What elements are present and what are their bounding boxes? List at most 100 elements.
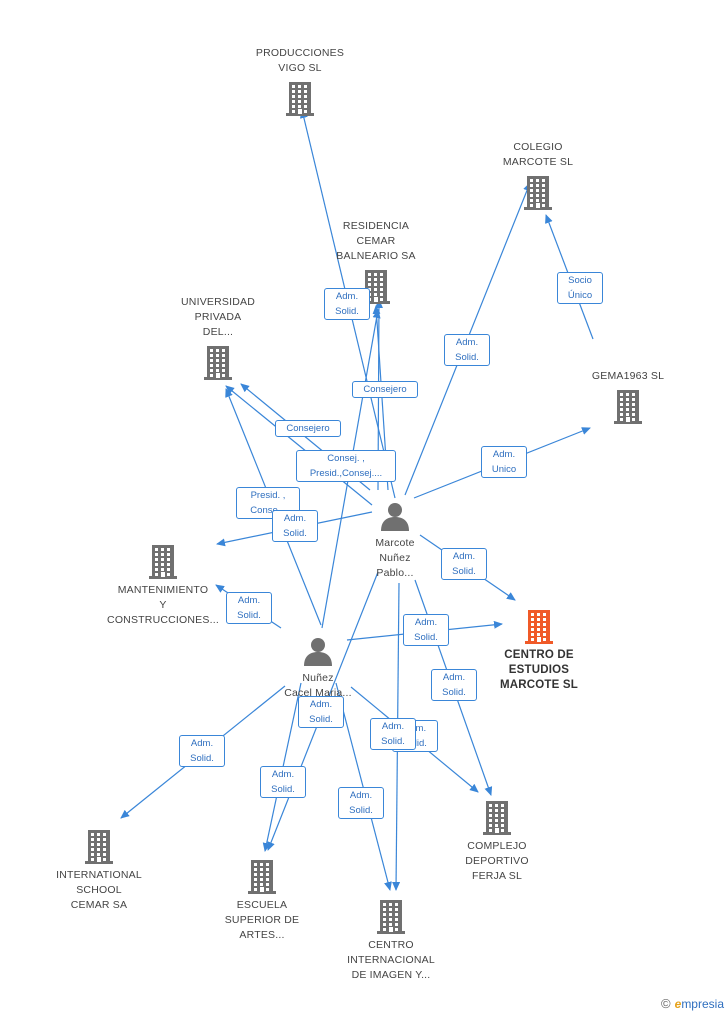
node-label-line: PRODUCCIONES (255, 47, 345, 59)
company-node-produc[interactable]: PRODUCCIONES VIGO SL (230, 46, 370, 116)
node-label-line: SUPERIOR DE (224, 914, 300, 926)
node-label-line: GEMA1963 SL (591, 370, 665, 382)
building-icon (480, 799, 514, 835)
relationship-label-line: Adm. (442, 672, 466, 683)
relationship-label[interactable]: Adm.Solid. (324, 288, 370, 320)
relationship-label-line: Adm. (283, 513, 307, 524)
relationship-label-line: Consej. , (327, 453, 365, 464)
relationship-label-line: Consejero (363, 384, 407, 395)
relationship-label-line: Socio (568, 275, 592, 286)
relationship-label[interactable]: Adm. Unico (481, 446, 527, 478)
relationship-label-line: Solid. (455, 352, 479, 363)
relationship-label-line: Adm. (492, 449, 516, 460)
copyright-icon: © (661, 996, 671, 1011)
relationship-label[interactable]: Consejero (352, 381, 418, 398)
node-label-line: CENTRO DE (504, 649, 574, 661)
node-label-line: VIGO SL (278, 62, 322, 74)
node-label-line: INTERNACIONAL (347, 954, 435, 966)
building-icon (611, 388, 645, 424)
node-label-line: DEL... (202, 326, 234, 338)
relationship-label-line: Solid. (349, 805, 373, 816)
node-label-line: CEMAR (356, 235, 396, 247)
relationship-label-line: Solid. (442, 687, 466, 698)
relationship-label[interactable]: Adm. Solid. (441, 548, 487, 580)
node-label-line: Marcote (375, 537, 415, 549)
building-icon (245, 858, 279, 894)
brand-logo-initial: e (674, 996, 682, 1011)
relationship-label[interactable]: Adm.Solid. (298, 696, 344, 728)
relationship-label[interactable]: Adm.Solid. (338, 787, 384, 819)
node-label[interactable]: GEMA1963 SL (592, 369, 664, 384)
node-label-line: MARCOTE SL (502, 156, 574, 168)
building-icon (201, 344, 235, 380)
relationship-label[interactable]: Adm.Solid. (179, 735, 225, 767)
node-label-line: UNIVERSIDAD (181, 296, 255, 308)
relationship-label-line: Presid. , (250, 490, 286, 501)
relationship-label-line: Solid. (283, 528, 307, 539)
node-label-line: BALNEARIO SA (336, 250, 416, 262)
node-label-line: DE IMAGEN Y... (351, 969, 431, 981)
building-icon (522, 608, 556, 644)
node-label-line: COMPLEJO (467, 840, 527, 852)
relationship-label-line: Adm. (455, 337, 479, 348)
building-icon (283, 80, 317, 116)
node-label-line: MANTENIMIENTO (117, 584, 209, 596)
relationship-label-line: Solid. (335, 306, 359, 317)
company-node-cii[interactable]: CENTRO INTERNACIONAL DE IMAGEN Y... (321, 898, 461, 983)
node-label-line: CEMAR SA (70, 899, 128, 911)
relationship-label-line: Solid. (452, 566, 476, 577)
relationship-label[interactable]: Adm. Solid. (226, 592, 272, 624)
relationship-label-line: Adm. (381, 721, 405, 732)
relationship-label[interactable]: Adm.Solid. (403, 614, 449, 646)
person-icon (303, 637, 333, 667)
node-label[interactable]: PRODUCCIONES VIGO SL (256, 46, 344, 76)
relationship-label[interactable]: Adm. Solid. (370, 718, 416, 750)
relationship-label[interactable]: Adm. Solid. (444, 334, 490, 366)
node-label-line: CENTRO (368, 939, 414, 951)
node-label-line: Nuñez (302, 672, 334, 684)
node-label-line: SCHOOL (76, 884, 122, 896)
building-icon (82, 828, 116, 864)
relationship-label-line: Adm. (452, 551, 476, 562)
relationship-label[interactable]: Adm.Solid. (260, 766, 306, 798)
relationship-label-line: Adm. (190, 738, 214, 749)
building-icon (146, 543, 180, 579)
relationship-label-line: Adm. (271, 769, 295, 780)
node-label-line: Y (159, 599, 167, 611)
relationship-label[interactable]: Consej. ,Presid.,Consej.... (296, 450, 396, 482)
building-icon (359, 268, 393, 304)
relationship-label-line: Unico (491, 464, 517, 475)
relationship-label[interactable]: Consejero (275, 420, 341, 437)
relationship-label-line: Solid. (381, 736, 405, 747)
company-node-gema[interactable]: GEMA1963 SL (558, 369, 698, 424)
node-label[interactable]: CENTRO INTERNACIONAL DE IMAGEN Y... (347, 938, 435, 983)
relationship-label[interactable]: Adm. Solid. (431, 669, 477, 701)
relationship-label-line: Adm. (237, 595, 261, 606)
node-label-line: MARCOTE SL (499, 679, 579, 691)
relationship-label-line: Solid. (237, 610, 261, 621)
relationship-label-line: Solid. (309, 714, 333, 725)
relationship-label-line: Conse... (250, 505, 286, 516)
brand-footer[interactable]: © empresia (661, 996, 724, 1011)
relationship-label[interactable]: Adm. Solid. (272, 510, 318, 542)
